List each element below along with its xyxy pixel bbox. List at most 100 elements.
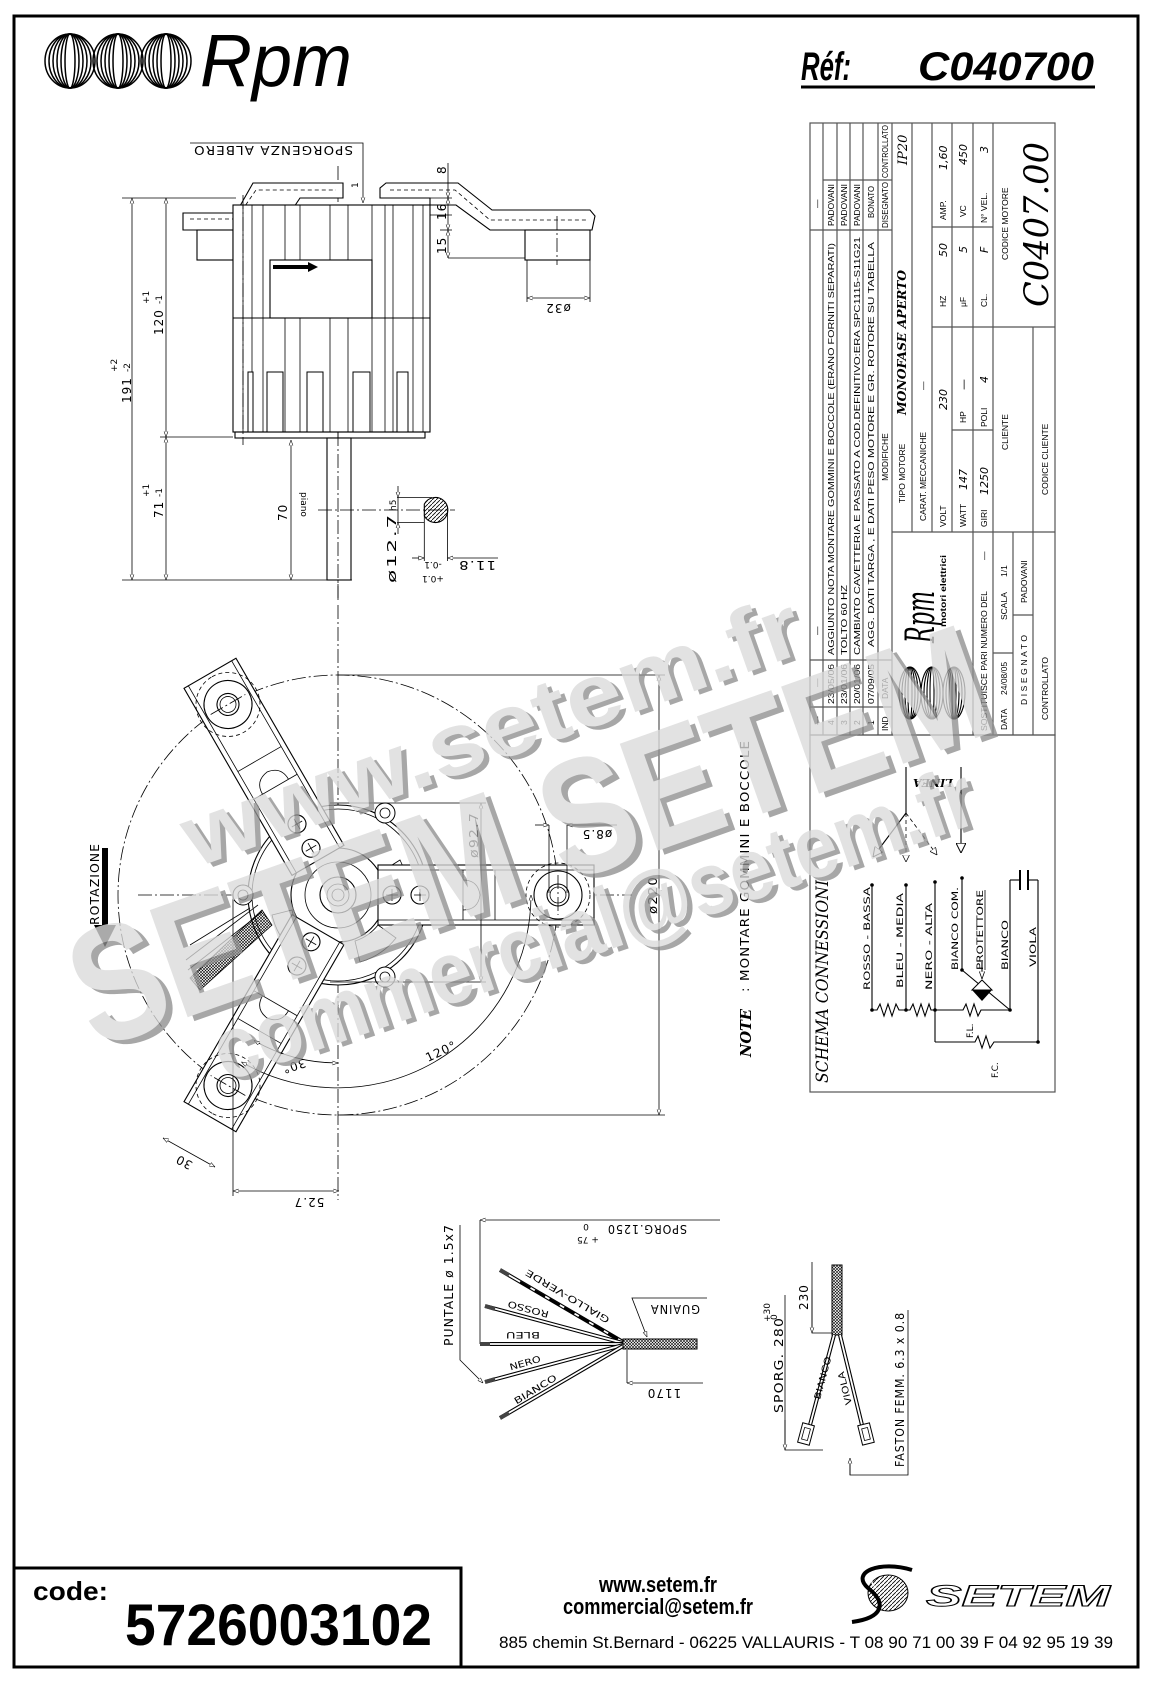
main-sporg-tol-minus: 0: [583, 1221, 589, 1231]
sheath-length: 1170: [647, 1386, 682, 1400]
svg-text:23/01/06: 23/01/06: [839, 664, 849, 704]
volt-value: 230: [937, 389, 950, 410]
sporgenza-albero-label: SPORGENZA ALBERO: [193, 143, 353, 157]
shaft-tol-plus: +1: [142, 484, 152, 497]
svg-text:PADOVANI: PADOVANI: [852, 184, 862, 226]
motor-code-label: CODICE MOTORE: [1000, 187, 1010, 260]
svg-text:N° VEL.: N° VEL.: [979, 193, 989, 223]
foot-diameter: ø32: [545, 301, 571, 315]
giri-value: 1250: [978, 467, 991, 495]
revision-row: 4 23/05/06 AGGIUNTO NOTA MONTARE GOMMINI…: [826, 184, 836, 725]
svg-text:23/05/06: 23/05/06: [826, 664, 836, 704]
faston-label: FASTON FEMM. 6.3 x 0.8: [893, 1312, 907, 1467]
arm-width: 30: [173, 1152, 195, 1172]
website-link[interactable]: www.setem.fr: [598, 1572, 717, 1597]
coil-logo-icon: [898, 666, 966, 720]
client-code-label: CODICE CLIENTE: [1040, 423, 1050, 495]
wire-label-white: BIANCO: [513, 1374, 559, 1408]
revision-header: IND DATA MODIFICHE DISEGNATO CONTROLLATO: [880, 125, 890, 731]
svg-text:WATT: WATT: [958, 504, 968, 527]
svg-text:4: 4: [826, 720, 836, 725]
svg-text:—: —: [812, 626, 822, 635]
bracket-dim-16: 16: [435, 203, 449, 220]
vel-value: 3: [978, 146, 991, 153]
ref-label: Réf:: [801, 45, 851, 89]
svg-text:PADOVANI: PADOVANI: [826, 184, 836, 226]
body-length: 120: [152, 309, 166, 335]
svg-text:HP: HP: [958, 411, 968, 423]
svg-text:POLI: POLI: [979, 408, 989, 427]
email-link[interactable]: commercial@setem.fr: [563, 1594, 753, 1619]
svg-text:CAMBIATO CAVETTERIA E PASSATO: CAMBIATO CAVETTERIA E PASSATO A COD.DEFI…: [852, 237, 862, 655]
motor-type-label: TIPO MOTORE: [897, 443, 907, 503]
svg-text:1: 1: [866, 720, 876, 725]
svg-text:3: 3: [839, 720, 849, 725]
shaft: [326, 437, 352, 581]
uf-value: 5: [957, 246, 970, 253]
setem-logo: SETEM: [851, 1564, 1112, 1624]
bracket-dim-15: 15: [435, 237, 449, 254]
harness-main: SPORG.1250 0 + 75 PUNTALE ø 1.5x7 GUAINA…: [442, 1220, 720, 1420]
checked-label: CONTROLLATO: [1040, 657, 1050, 720]
footer: code: 5726003102 www.setem.fr commercial…: [14, 1564, 1113, 1667]
svg-text:μF: μF: [958, 297, 968, 307]
svg-text:VOLT: VOLT: [938, 505, 948, 527]
brand-name: Rpm: [200, 19, 352, 102]
body-tol-plus: +1: [142, 291, 152, 304]
svg-text:PADOVANI: PADOVANI: [839, 184, 849, 226]
schema-label-white: BIANCO: [1001, 920, 1011, 970]
protection-rating: IP20: [896, 135, 911, 166]
setem-wordmark: SETEM: [926, 1580, 1112, 1613]
watt-value: 147: [957, 469, 970, 490]
motor-type-value: MONOFASE APERTO: [895, 269, 909, 416]
flat-label: piano: [298, 492, 308, 517]
flat-tol-minus: -0.1: [424, 559, 442, 569]
replaces-label: SOSTITUISCE PARI NUMERO DEL: [979, 591, 989, 731]
cap-sporg-tol-plus: +30: [763, 1303, 773, 1322]
mech-value: —: [918, 381, 928, 390]
arm-offset: 52.7: [294, 1195, 325, 1209]
schema-fl-label: F.L.: [966, 1024, 976, 1038]
main-sporg-label: SPORG.1250: [607, 1222, 687, 1236]
overall-tol-plus: +2: [110, 359, 120, 372]
drawn-value: PADOVANI: [1019, 560, 1029, 603]
shaft-diameter-label: ø12.7: [385, 513, 399, 583]
title-block: — — — — 4 23/05/06 AGGIUNTO NOTA MONTARE…: [809, 122, 1057, 736]
specs-table: VOLT 230 HZ 50 AMP. 1,60 WATT 147 HP — μ…: [937, 144, 991, 527]
sheath-label: GUAINA: [650, 1302, 700, 1316]
cl-value: F: [978, 246, 991, 253]
revision-row: 2 20/01/06 CAMBIATO CAVETTERIA E PASSATO…: [852, 184, 862, 725]
flat-depth-label: 11.8: [458, 558, 496, 572]
overall-tol-minus: -2: [123, 363, 133, 372]
svg-text:TOLTO 60 HZ: TOLTO 60 HZ: [839, 585, 849, 655]
faston-connector-icon: [857, 1422, 875, 1446]
cap-sheath-length: 230: [797, 1284, 811, 1310]
amp-value: 1,60: [937, 146, 950, 171]
side-view: SPORGENZA ALBERO 1: [110, 142, 596, 600]
company-brand: Rpm: [898, 591, 944, 644]
svg-text:CL.: CL.: [979, 294, 989, 307]
svg-text:HZ: HZ: [938, 296, 948, 307]
motor-code: C0407.00: [1017, 142, 1057, 307]
svg-text:—: —: [812, 716, 822, 725]
date-label: DATA: [999, 708, 1009, 730]
note: NOTE : MONTARE GOMMINI E BOCCOLE: [737, 740, 755, 1058]
vc-value: 450: [957, 144, 970, 165]
bracket-dim-8: 8: [435, 165, 449, 174]
svg-text:DATA: DATA: [880, 677, 890, 699]
mech-label: CARAT. MECCANICHE: [918, 432, 928, 521]
flat-tol-plus: +0.1: [422, 573, 444, 583]
cap-sporg-tol-minus: 0: [770, 1314, 780, 1320]
schema-label-violet: VIOLA: [1029, 926, 1039, 967]
rotation-arrow-icon: [102, 848, 108, 926]
page-border: [12, 14, 1140, 1669]
coil-logo-icon: [44, 33, 192, 89]
body-tol-minus: -1: [155, 295, 165, 304]
hole-diameter: ø8.5: [582, 827, 612, 841]
faston-connector-icon: [797, 1422, 815, 1446]
shaft-section: [423, 496, 449, 524]
svg-text:AGG. DATI TARGA , E DATI PESO: AGG. DATI TARGA , E DATI PESO MOTORE E G…: [866, 242, 876, 647]
harness-capacitor: 230 SPORG. 280 +30 0 BIANCO VIOLA FASTON…: [763, 1262, 909, 1476]
ref-value: C040700: [918, 45, 1094, 89]
poli-value: 4: [978, 376, 991, 383]
